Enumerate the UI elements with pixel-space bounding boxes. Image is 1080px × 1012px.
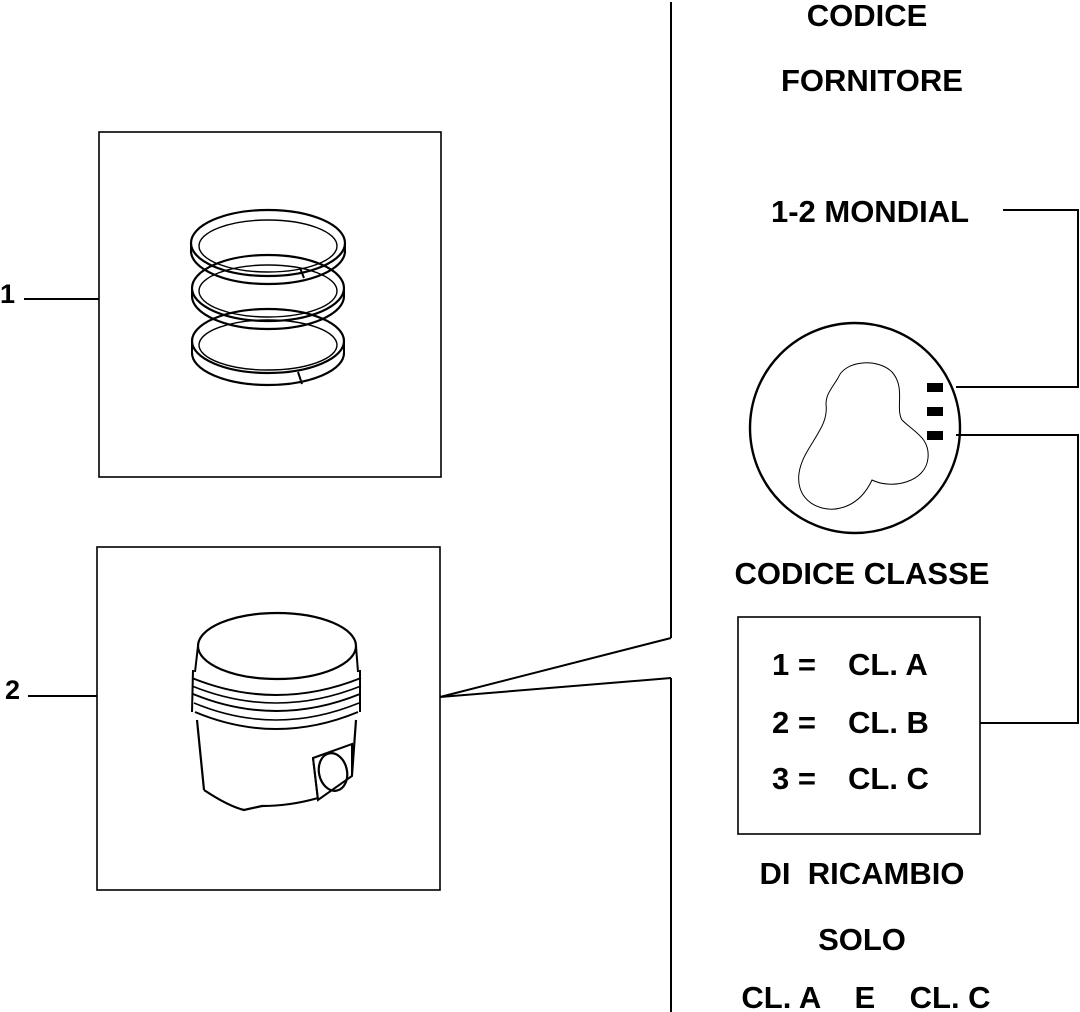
class-row-1-class: CL. A [848,647,928,682]
spare-note-line-2: SOLO [818,922,906,957]
rings-frame [98,131,442,478]
piston-rings-icon [189,208,347,387]
class-table-frame [737,616,981,835]
class-code-heading: CODICE CLASSE [735,556,990,591]
supplier-code-heading-2: FORNITORE [781,63,963,98]
class-row-2-code: 2 = [772,705,816,740]
detail-leader-upper [439,637,672,698]
class-leader [956,434,1079,724]
piston-frame [96,546,441,891]
piston-crown-icon [748,321,962,535]
class-row-3-class: CL. C [848,761,929,796]
callout-number-2: 2 [5,675,20,705]
detail-leader-lower [439,677,672,698]
spare-note-line-1: DI RICAMBIO [760,856,965,891]
callout-number-1: 1 [0,279,15,309]
piston-icon [191,611,362,812]
class-table: 1 = CL. A 2 = CL. B 3 = CL. C [772,647,929,796]
class-row-1-code: 1 = [772,647,816,682]
class-row-2-class: CL. B [848,705,929,740]
supplier-name: 1-2 MONDIAL [771,194,969,229]
supplier-code-heading: CODICE [807,0,928,33]
class-row-3-code: 3 = [772,761,816,796]
supplier-leader [956,209,1079,388]
spare-note-line-3: CL. A E CL. C [741,980,990,1012]
